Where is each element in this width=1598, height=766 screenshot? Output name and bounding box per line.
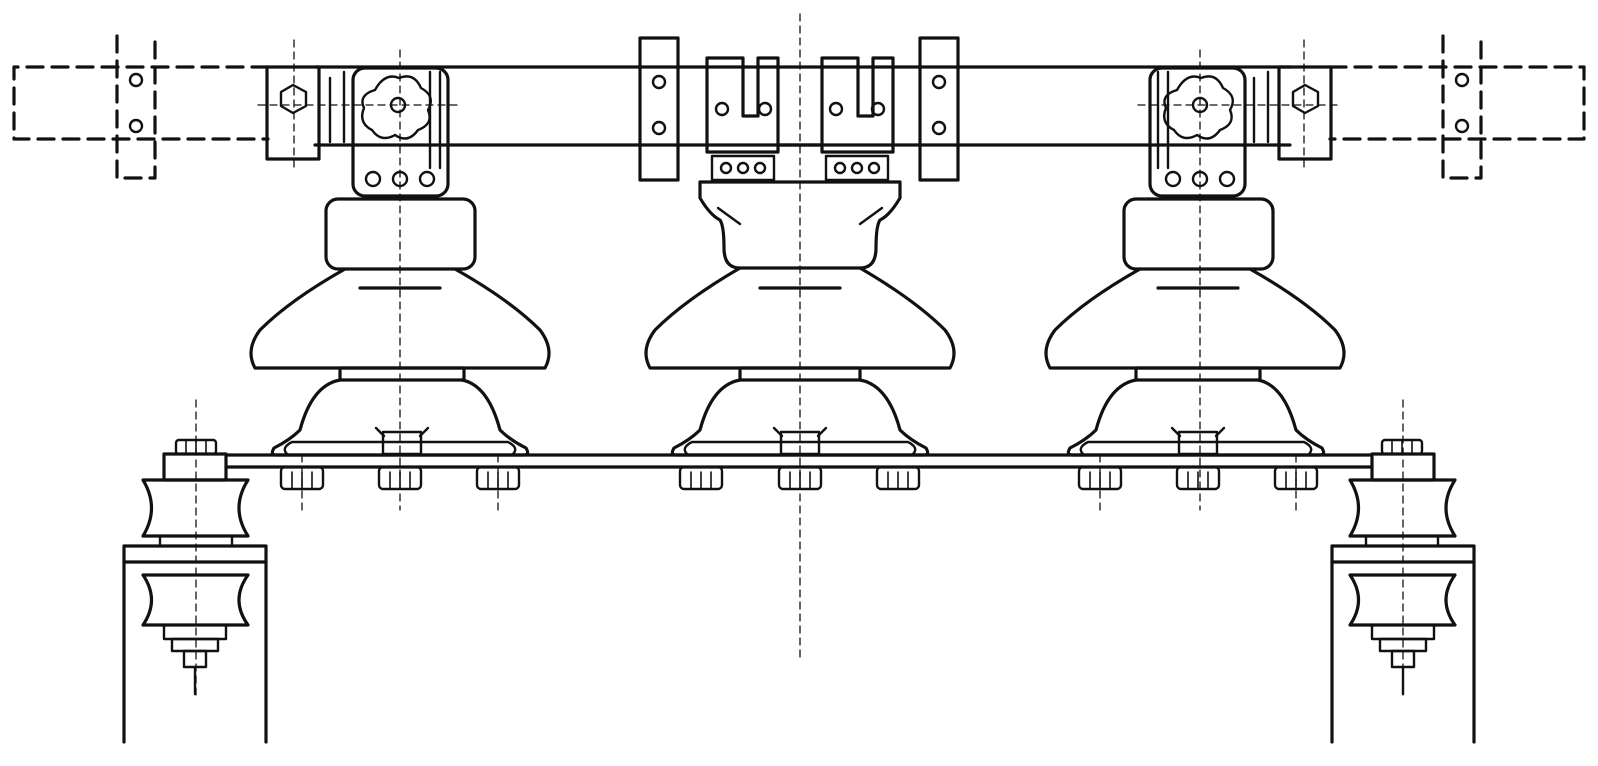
busbar bbox=[313, 65, 1292, 147]
busbar-extension-left bbox=[12, 34, 270, 180]
side-insulator-right bbox=[1044, 39, 1346, 516]
bar-support-block-right bbox=[918, 36, 960, 182]
clamp-head-right bbox=[1148, 66, 1247, 198]
isolator-support-right bbox=[1330, 399, 1476, 744]
central-clamp-fork-right bbox=[820, 56, 895, 182]
mounting-bolts-right bbox=[1077, 465, 1319, 491]
clamp-head-left bbox=[351, 66, 450, 198]
mounting-plate bbox=[224, 453, 1374, 469]
porcelain-body-right bbox=[1044, 197, 1346, 457]
central-clamp-fork-left bbox=[705, 56, 780, 182]
side-insulator-left bbox=[249, 39, 551, 516]
busbar-extension-right bbox=[1328, 34, 1586, 180]
busbar-clamp-right bbox=[1252, 65, 1333, 161]
busbar-clamp-left bbox=[265, 65, 346, 161]
bar-support-block-left bbox=[638, 36, 680, 182]
isolator-support-left bbox=[122, 399, 268, 744]
central-insulator bbox=[644, 13, 956, 661]
